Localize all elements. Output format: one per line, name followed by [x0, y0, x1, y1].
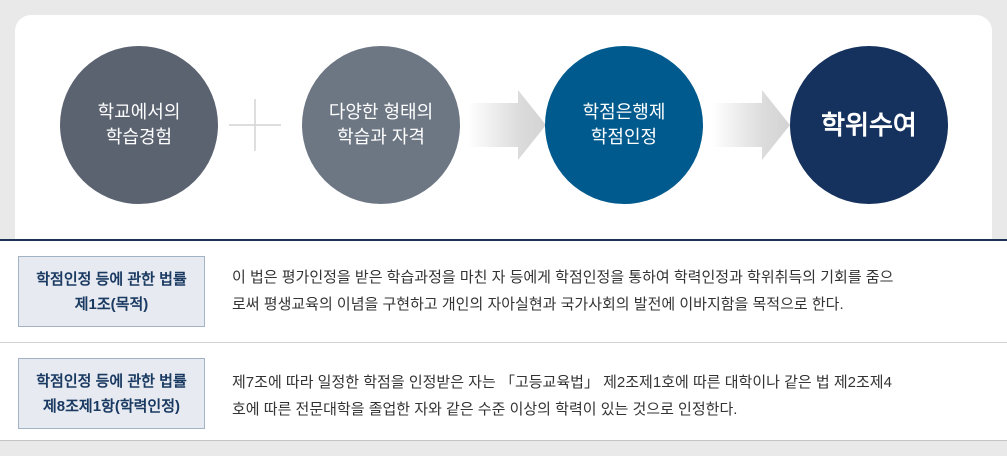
step-label-line: 학점은행제	[582, 102, 666, 122]
section-divider	[0, 239, 1007, 241]
law-article-label-line: 학점인정 등에 관한 법률	[36, 270, 187, 288]
step-label-line: 학위수여	[821, 110, 917, 140]
law-article-text: 제7조에 따라 일정한 학점을 인정받은 자는 「고등교육법」 제2조제1호에 …	[232, 369, 1002, 423]
step-school-learning-circle: 학교에서의 학습경험	[60, 46, 218, 204]
step-label-line: 학교에서의	[97, 102, 181, 122]
step-label-line: 학습과 자격	[337, 127, 425, 147]
law-row: 학점인정 등에 관한 법률 제1조(목적) 이 법은 평가인정을 받은 학습과정…	[0, 241, 1007, 343]
step-label-line: 학점인정	[590, 127, 658, 147]
law-article-label: 학점인정 등에 관한 법률 제1조(목적)	[18, 256, 205, 327]
learning-path-diagram: 학교에서의 학습경험 다양한 형태의 학습과 자격 학점은행제 학점인정	[15, 15, 992, 239]
law-row: 학점인정 등에 관한 법률 제8조제1항(학력인정) 제7조에 따라 일정한 학…	[0, 343, 1007, 440]
law-article-text-line: 제7조에 따라 일정한 학점을 인정받은 자는 「고등교육법」 제2조제1호에 …	[232, 374, 892, 391]
step-label-line: 학습경험	[105, 127, 173, 147]
law-article-label-line: 제1조(목적)	[74, 295, 149, 313]
arrow-right-icon	[712, 90, 790, 160]
arrow-right-icon	[468, 90, 546, 160]
law-article-text-line: 호에 따른 전문대학을 졸업한 자와 같은 수준 이상의 학력이 있는 것으로 …	[232, 401, 738, 418]
law-article-label-line: 제8조제1항(학력인정)	[42, 397, 181, 415]
law-article-label-line: 학점인정 등에 관한 법률	[36, 372, 187, 390]
step-credit-bank-circle: 학점은행제 학점인정	[545, 46, 703, 204]
step-degree-award-circle: 학위수여	[790, 46, 948, 204]
law-article-text: 이 법은 평가인정을 받은 학습과정을 마친 자 등에게 학점인정을 통하여 학…	[232, 264, 1002, 318]
law-article-label: 학점인정 등에 관한 법률 제8조제1항(학력인정)	[18, 358, 205, 429]
law-table: 학점인정 등에 관한 법률 제1조(목적) 이 법은 평가인정을 받은 학습과정…	[0, 241, 1007, 441]
step-diverse-qualifications-circle: 다양한 형태의 학습과 자격	[302, 46, 460, 204]
plus-icon	[229, 99, 281, 151]
step-label-line: 다양한 형태의	[328, 102, 434, 122]
law-article-text-line: 이 법은 평가인정을 받은 학습과정을 마친 자 등에게 학점인정을 통하여 학…	[232, 269, 894, 286]
law-article-text-line: 로써 평생교육의 이념을 구현하고 개인의 자아실현과 국가사회의 발전에 이바…	[232, 296, 844, 313]
